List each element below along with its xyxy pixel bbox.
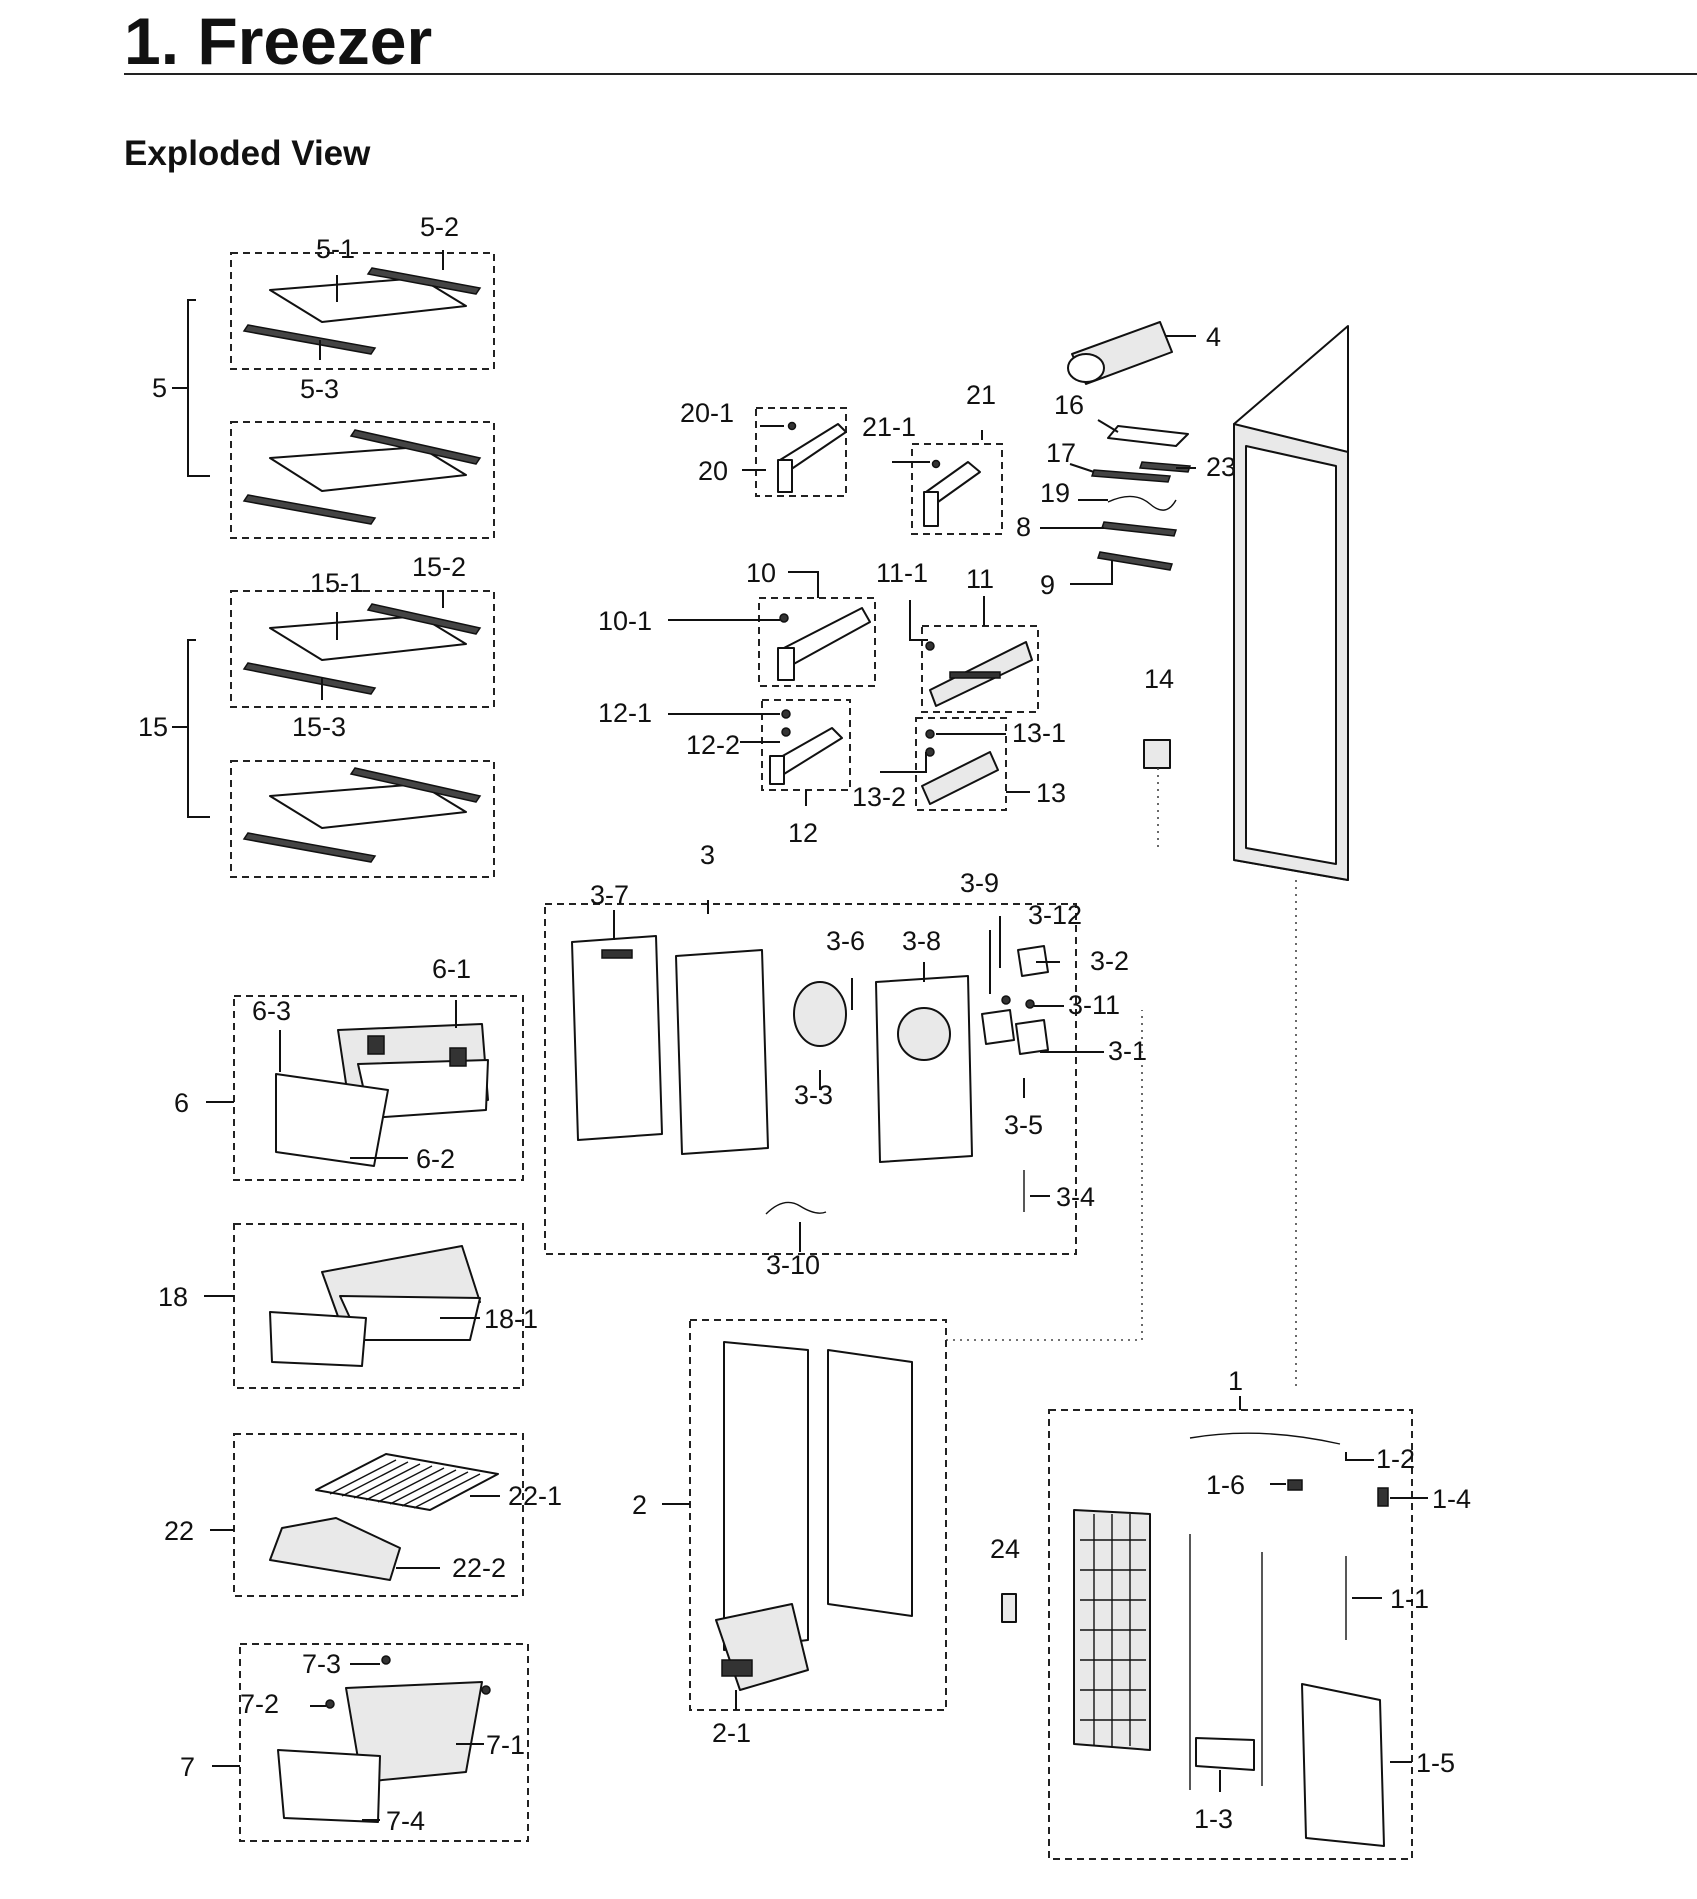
callout-8: 8 [1016, 512, 1031, 542]
callout-1-3: 1-3 [1194, 1804, 1233, 1834]
callout-15-1: 15-1 [310, 568, 364, 598]
callout-3-11: 3-11 [1068, 990, 1120, 1020]
callout-3-7: 3-7 [590, 880, 629, 910]
callout-1-1: 1-1 [1390, 1584, 1429, 1614]
group-22-wire-shelf [210, 1433, 524, 1597]
callout-2: 2 [632, 1490, 647, 1520]
callout-6: 6 [174, 1088, 189, 1118]
callout-3: 3 [700, 840, 715, 870]
callout-10: 10 [746, 558, 776, 588]
callout-24: 24 [990, 1534, 1020, 1564]
callout-21: 21 [966, 380, 996, 410]
callout-3-12: 3-12 [1028, 900, 1082, 930]
group-18-bin [204, 1223, 524, 1389]
page-title: 1. Freezer [124, 4, 433, 78]
callout-22-1: 22-1 [508, 1481, 562, 1511]
group-2-rear-cover [662, 1319, 947, 1711]
group-15-shelves [172, 590, 495, 878]
callout-1-2: 1-2 [1376, 1444, 1415, 1474]
callout-3-8: 3-8 [902, 926, 941, 956]
callout-7-2: 7-2 [240, 1689, 279, 1719]
callout-11: 11 [966, 564, 994, 594]
callout-15-3: 15-3 [292, 712, 346, 742]
callout-7-4: 7-4 [386, 1806, 425, 1836]
parts-16-17-23-19-8-9 [1040, 419, 1196, 585]
callout-7-3: 7-3 [302, 1649, 341, 1679]
callout-1: 1 [1228, 1366, 1243, 1396]
callout-7: 7 [180, 1752, 195, 1782]
callout-9: 9 [1040, 570, 1055, 600]
callout-2-1: 2-1 [712, 1718, 751, 1748]
callout-3-5: 3-5 [1004, 1110, 1043, 1140]
callout-6-3: 6-3 [252, 996, 291, 1026]
callout-1-6: 1-6 [1206, 1470, 1245, 1500]
callout-1-4: 1-4 [1432, 1484, 1471, 1514]
callout-6-1: 6-1 [432, 954, 471, 984]
callout-13-2: 13-2 [852, 782, 906, 812]
group-20-bracket [742, 407, 847, 497]
callout-14: 14 [1144, 664, 1174, 694]
callout-19: 19 [1040, 478, 1070, 508]
group-3-evaporator-cover [544, 900, 1143, 1341]
callout-3-3: 3-3 [794, 1080, 833, 1110]
callout-7-1: 7-1 [486, 1730, 525, 1760]
part-24 [1001, 1593, 1017, 1623]
group-10-bracket [668, 571, 876, 687]
callout-3-4: 3-4 [1056, 1182, 1095, 1212]
group-1-evaporator-assembly [1048, 1396, 1428, 1860]
callout-10-1: 10-1 [598, 606, 652, 636]
callout-21-1: 21-1 [862, 412, 916, 442]
callout-12-2: 12-2 [686, 730, 740, 760]
callout-18: 18 [158, 1282, 188, 1312]
callout-20: 20 [698, 456, 728, 486]
callout-1-5: 1-5 [1416, 1748, 1455, 1778]
callout-15: 15 [138, 712, 168, 742]
callout-5: 5 [152, 373, 167, 403]
callout-18-1: 18-1 [484, 1304, 538, 1334]
callout-3-2: 3-2 [1090, 946, 1129, 976]
callout-3-10: 3-10 [766, 1250, 820, 1280]
callout-12-1: 12-1 [598, 698, 652, 728]
group-12-bracket [668, 699, 851, 806]
callout-13: 13 [1036, 778, 1066, 808]
callout-4: 4 [1206, 322, 1221, 352]
group-7-bin [212, 1643, 529, 1842]
group-6-bin [206, 995, 524, 1181]
callout-12: 12 [788, 818, 818, 848]
callout-15-2: 15-2 [412, 552, 466, 582]
freezer-cabinet [1233, 325, 1349, 1390]
callout-23: 23 [1206, 452, 1236, 482]
callout-5-3: 5-3 [300, 374, 339, 404]
callout-3-9: 3-9 [960, 868, 999, 898]
callout-5-1: 5-1 [316, 234, 355, 264]
callout-3-6: 3-6 [826, 926, 865, 956]
group-5-shelves [172, 250, 495, 539]
callout-22: 22 [164, 1516, 194, 1546]
callout-6-2: 6-2 [416, 1144, 455, 1174]
title-rule [124, 73, 1697, 75]
group-21-bracket [892, 430, 1003, 535]
group-11-bracket [909, 596, 1039, 713]
callout-22-2: 22-2 [452, 1553, 506, 1583]
callout-5-2: 5-2 [420, 212, 459, 242]
callout-20-1: 20-1 [680, 398, 734, 428]
callout-3-1: 3-1 [1108, 1036, 1147, 1066]
callout-17: 17 [1046, 438, 1076, 468]
part-14-sensor [1143, 739, 1171, 850]
group-13-bracket [880, 717, 1030, 811]
part-4-icemaker-cover [1067, 321, 1196, 385]
callout-11-1: 11-1 [876, 558, 928, 588]
callout-13-1: 13-1 [1012, 718, 1066, 748]
callout-16: 16 [1054, 390, 1084, 420]
page-subtitle: Exploded View [124, 134, 371, 173]
